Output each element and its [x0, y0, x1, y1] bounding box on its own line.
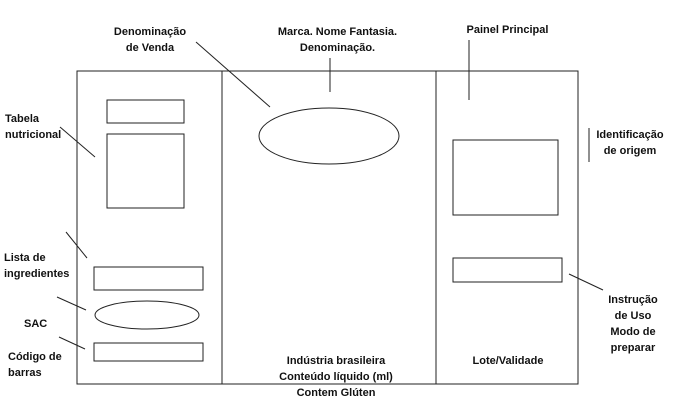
label-denominacao-venda: Denominação de Venda: [113, 26, 187, 54]
label-lista-ingredientes: Lista de ingredientes: [4, 252, 70, 280]
leader-codigo-barras: [58, 336, 86, 350]
leader-sac: [56, 296, 87, 311]
tabela-nutricional-header-box: [106, 99, 185, 124]
label-marca: Marca. Nome Fantasia. Denominação.: [277, 26, 398, 54]
leader-tabela-nutricional: [59, 126, 96, 158]
tabela-nutricional-box: [106, 133, 185, 209]
label-rodape-centro: Indústria brasileira Conteúdo líquido (m…: [279, 355, 393, 399]
leader-denominacao-venda: [195, 41, 271, 108]
leader-instrucao-uso: [568, 273, 604, 291]
label-instrucao-uso: Instrução de Uso Modo de preparar: [608, 294, 658, 354]
leader-lista-ingredientes: [65, 231, 88, 259]
instrucao-uso-box: [452, 257, 563, 283]
marca-ellipse: [258, 107, 400, 165]
label-tabela-nutricional: Tabela nutricional: [5, 113, 62, 141]
lista-ingredientes-box: [93, 266, 204, 291]
package-outline: [76, 70, 579, 385]
label-painel-principal: Painel Principal: [466, 24, 549, 36]
label-identificacao-origem: Identificação de origem: [596, 129, 664, 157]
label-codigo-barras: Código de barras: [8, 351, 62, 379]
sac-ellipse: [94, 300, 200, 330]
label-lote-validade: Lote/Validade: [472, 355, 544, 367]
identificacao-origem-box: [452, 139, 559, 216]
label-sac: SAC: [24, 318, 48, 330]
codigo-barras-box: [93, 342, 204, 362]
